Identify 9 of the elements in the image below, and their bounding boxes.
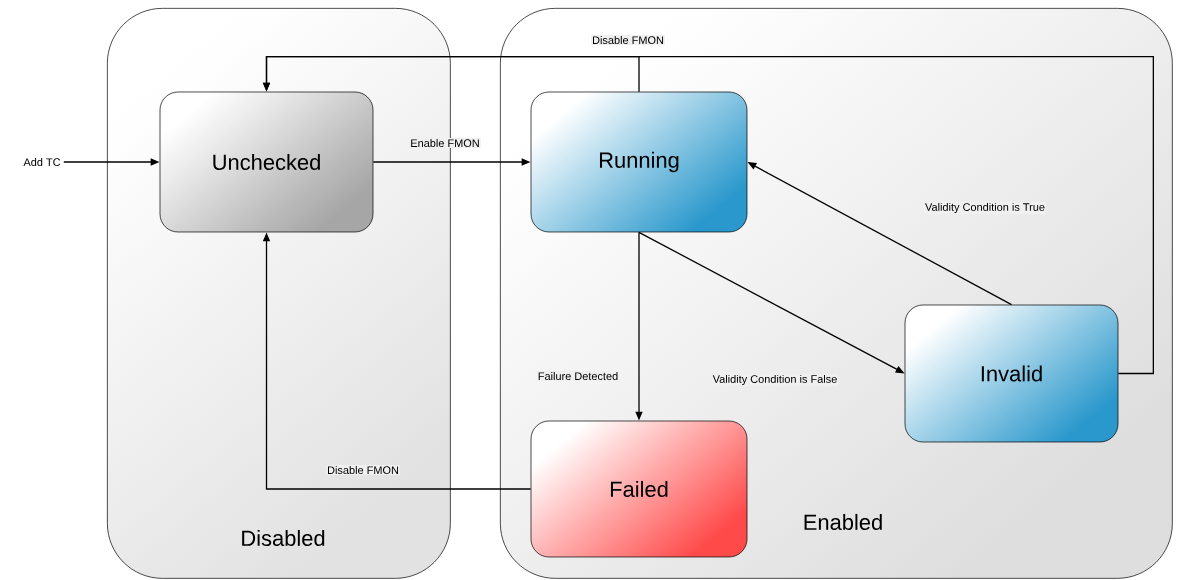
state-box: Running [530,91,748,233]
edge-label: Disable FMON [591,34,665,45]
edge-label: Disable FMON [326,464,400,475]
edge-label: Failure Detected [536,370,620,381]
state-box: Invalid [904,304,1119,443]
start-label: Add TC [23,157,61,166]
edge-label: Enable FMON [409,137,481,148]
state-box: Unchecked [159,91,374,233]
state-box: Failed [530,420,748,558]
